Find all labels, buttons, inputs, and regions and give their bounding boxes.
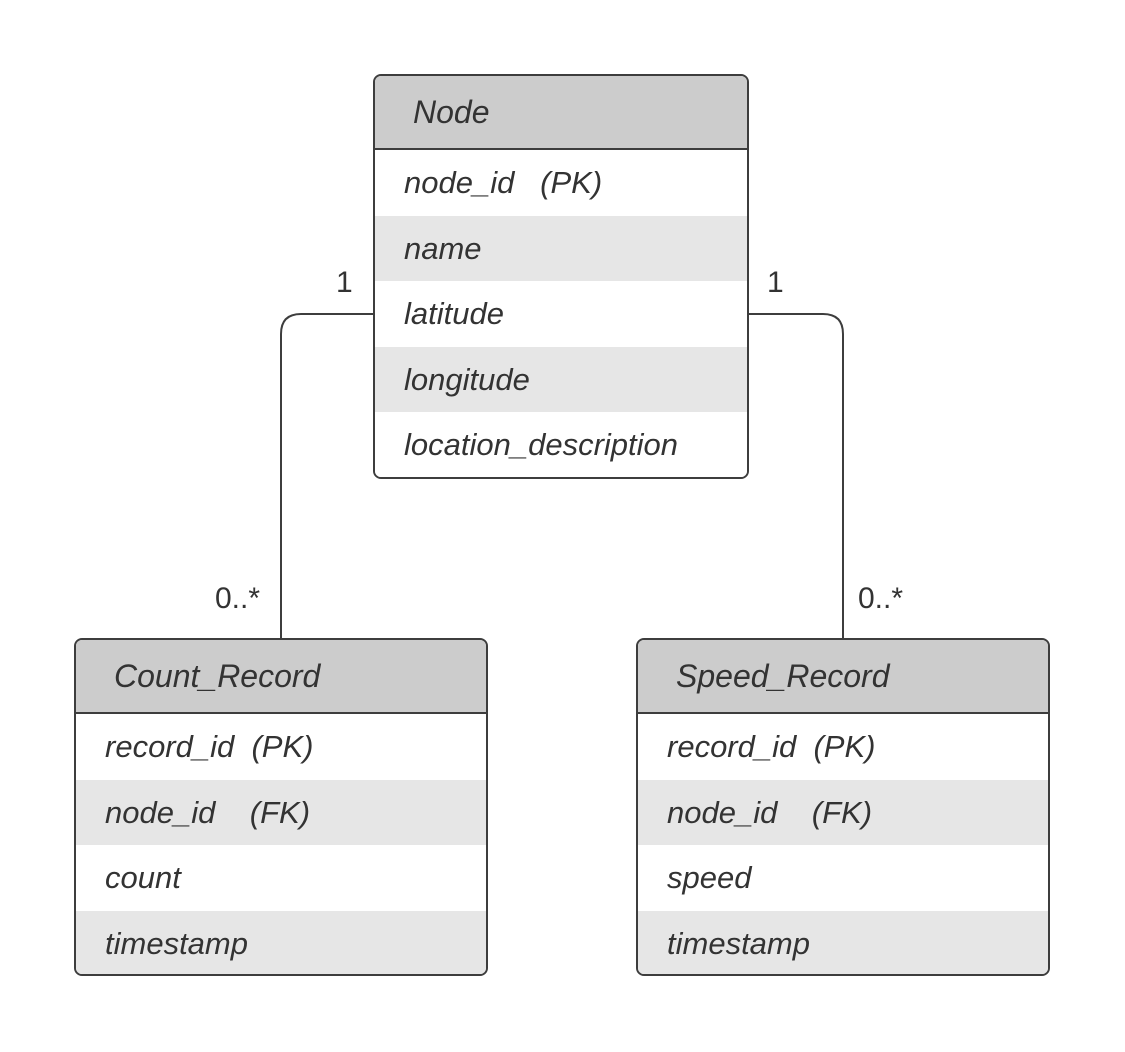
connector-node-speed-record [749, 313, 844, 638]
attribute-row: longitude [375, 346, 747, 412]
attribute-row: node_id (FK) [638, 779, 1048, 845]
entity-node-title: Node [375, 76, 747, 150]
multiplicity-count-record: 0..* [215, 582, 261, 615]
attribute-row: timestamp [76, 910, 486, 974]
attribute-row: name [375, 215, 747, 281]
attribute-row: count [76, 845, 486, 911]
attribute-row: speed [638, 845, 1048, 911]
entity-node[interactable]: Node node_id (PK) name latitude longitud… [373, 74, 749, 479]
attribute-row: timestamp [638, 910, 1048, 974]
attribute-row: latitude [375, 281, 747, 347]
entity-speed-record-attributes: record_id (PK) node_id (FK) speed timest… [638, 714, 1048, 974]
entity-count-record-title: Count_Record [76, 640, 486, 714]
attribute-row: node_id (FK) [76, 779, 486, 845]
entity-speed-record-title: Speed_Record [638, 640, 1048, 714]
attribute-row: node_id (PK) [375, 150, 747, 216]
multiplicity-node-speed-side: 1 [767, 266, 784, 299]
multiplicity-speed-record: 0..* [858, 582, 904, 615]
entity-node-attributes: node_id (PK) name latitude longitude loc… [375, 150, 747, 477]
connector-node-count-record [280, 313, 373, 638]
attribute-row: record_id (PK) [76, 714, 486, 780]
entity-count-record[interactable]: Count_Record record_id (PK) node_id (FK)… [74, 638, 488, 976]
multiplicity-node-count-side: 1 [336, 266, 353, 299]
entity-speed-record[interactable]: Speed_Record record_id (PK) node_id (FK)… [636, 638, 1050, 976]
attribute-row: record_id (PK) [638, 714, 1048, 780]
entity-count-record-attributes: record_id (PK) node_id (FK) count timest… [76, 714, 486, 974]
attribute-row: location_description [375, 412, 747, 477]
